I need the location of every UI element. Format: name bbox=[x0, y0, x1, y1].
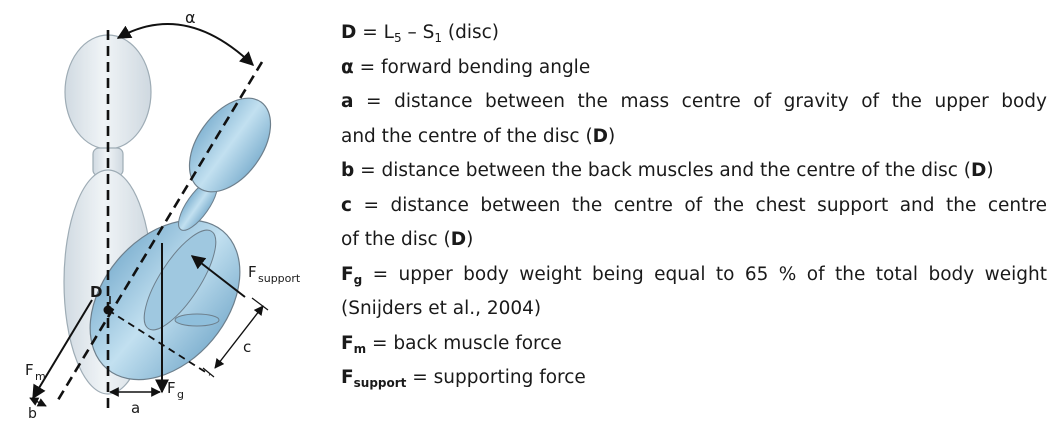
alpha-label: α bbox=[185, 8, 196, 27]
c-tick-top bbox=[251, 297, 269, 311]
legend-text-block: D = L5 – S1 (disc) α = forward bending a… bbox=[341, 16, 1047, 396]
fsupport-arrow bbox=[190, 255, 246, 298]
fg-sub: g bbox=[177, 388, 184, 401]
fsupport-label: F bbox=[248, 263, 257, 281]
legend-line-alpha: α = forward bending angle bbox=[341, 56, 591, 78]
legend-line-c: c = distance between the centre of the c… bbox=[341, 194, 1047, 216]
a-label: a bbox=[131, 399, 140, 417]
biomechanics-figure: α D F g F support c F m b a bbox=[0, 0, 330, 440]
figure-svg: α D F g F support c F m b a bbox=[25, 8, 301, 422]
fg-label: F bbox=[167, 379, 176, 397]
b-dimension bbox=[29, 397, 47, 407]
legend-line-fsupport: Fsupport = supporting force bbox=[341, 367, 586, 390]
legend-line-a: a = distance between the mass centre of … bbox=[341, 91, 1047, 112]
alpha-arc bbox=[116, 23, 255, 66]
legend-line-c-cont: of the disc (D) bbox=[341, 229, 474, 250]
chest-dashed-line bbox=[107, 309, 211, 376]
bent-axis-line bbox=[56, 61, 264, 401]
fm-sub: m bbox=[35, 370, 46, 383]
legend-line-d: D = L5 – S1 (disc) bbox=[341, 22, 499, 45]
c-dimension bbox=[214, 305, 264, 369]
fm-label: F bbox=[25, 361, 34, 379]
disc-label: D bbox=[90, 283, 102, 301]
legend-line-b: b = distance between the back muscles an… bbox=[341, 160, 994, 181]
b-label: b bbox=[28, 406, 37, 422]
legend-line-fm: Fm = back muscle force bbox=[341, 332, 562, 356]
fm-arrow bbox=[32, 299, 93, 400]
legend-line-fg-cont: (Snijders et al., 2004) bbox=[341, 298, 542, 319]
fsupport-sub: support bbox=[258, 272, 301, 285]
c-label: c bbox=[243, 338, 251, 356]
legend-line-fg: Fg = upper body weight being equal to 65… bbox=[341, 263, 1047, 287]
legend-line-a-cont: and the centre of the disc (D) bbox=[341, 125, 616, 147]
c-tick-bottom bbox=[202, 367, 215, 378]
